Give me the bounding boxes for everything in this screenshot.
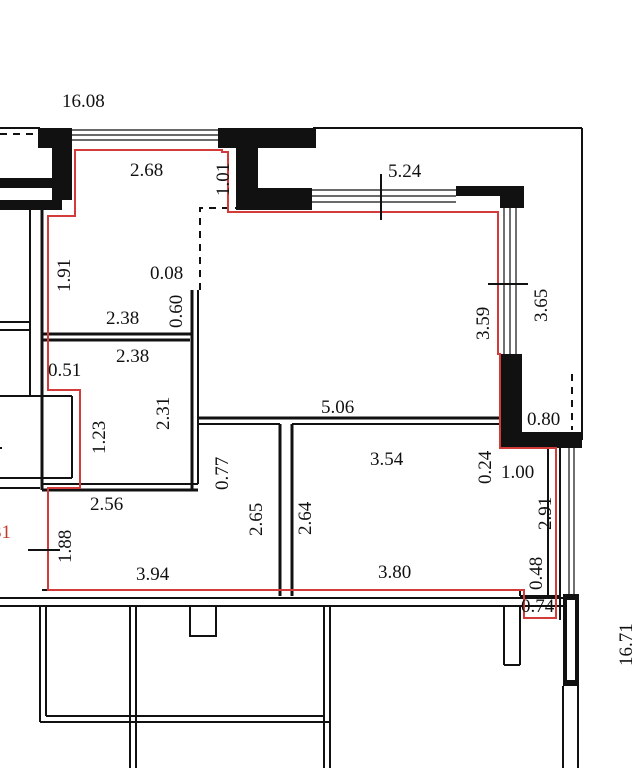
- dim-corner-small: 0.24: [475, 450, 496, 484]
- dim-room-a-small: 0.08: [150, 263, 183, 284]
- dim-corner-bottom: 0.74: [521, 596, 555, 617]
- dim-room-a-door: 0.60: [166, 295, 187, 328]
- windows: [72, 129, 575, 594]
- load-bearing-walls: [0, 128, 582, 686]
- interior-walls: [40, 210, 561, 620]
- dimension-ticks: [28, 174, 528, 551]
- dim-room-b-width: 3.54: [370, 449, 404, 470]
- dim-room-a-bottom: 2.38: [106, 308, 139, 329]
- dimension-labels: 16.08 2.68 1.01 5.24 1.91 0.08 0.60 2.38…: [0, 91, 635, 666]
- dim-room-a-width: 2.68: [130, 160, 163, 181]
- dim-wall-pier: 0.80: [527, 409, 560, 430]
- outer-building-lines: [0, 127, 583, 768]
- dim-hall-top: 0.77: [212, 457, 233, 490]
- dim-bottom-left: 3.94: [136, 564, 170, 585]
- dim-room-a-window-pier: 1.01: [213, 163, 234, 196]
- dim-bottom-right: 3.80: [378, 562, 411, 583]
- dim-hall-height: 2.65: [246, 503, 267, 536]
- dim-main-right: 3.59: [473, 307, 494, 340]
- dim-overall-right: 16.71: [616, 623, 635, 666]
- dim-right-lower: 2.91: [535, 497, 556, 530]
- dim-left-cut: 31: [0, 522, 11, 543]
- dim-bath-notch: 0.51: [48, 360, 81, 381]
- dim-hall-width: 2.56: [90, 494, 123, 515]
- dim-main-window: 5.24: [388, 161, 422, 182]
- dim-room-b-height: 2.64: [295, 501, 316, 535]
- dim-main-right-outer: 3.65: [531, 289, 552, 322]
- dim-main-bottom: 5.06: [321, 397, 354, 418]
- dim-room-a-left: 1.91: [54, 259, 75, 292]
- dim-bath-left: 1.23: [89, 421, 110, 454]
- dim-overall-top: 16.08: [62, 91, 105, 112]
- dim-right-small: 0.48: [526, 557, 547, 590]
- dim-bath-top: 2.38: [116, 346, 149, 367]
- dim-corner-width: 1.00: [501, 462, 534, 483]
- apartment-outline: [47, 149, 557, 619]
- dashed-lines: [0, 133, 573, 430]
- dim-bath-height: 2.31: [153, 397, 174, 430]
- dim-left-lower: 1.88: [55, 530, 76, 563]
